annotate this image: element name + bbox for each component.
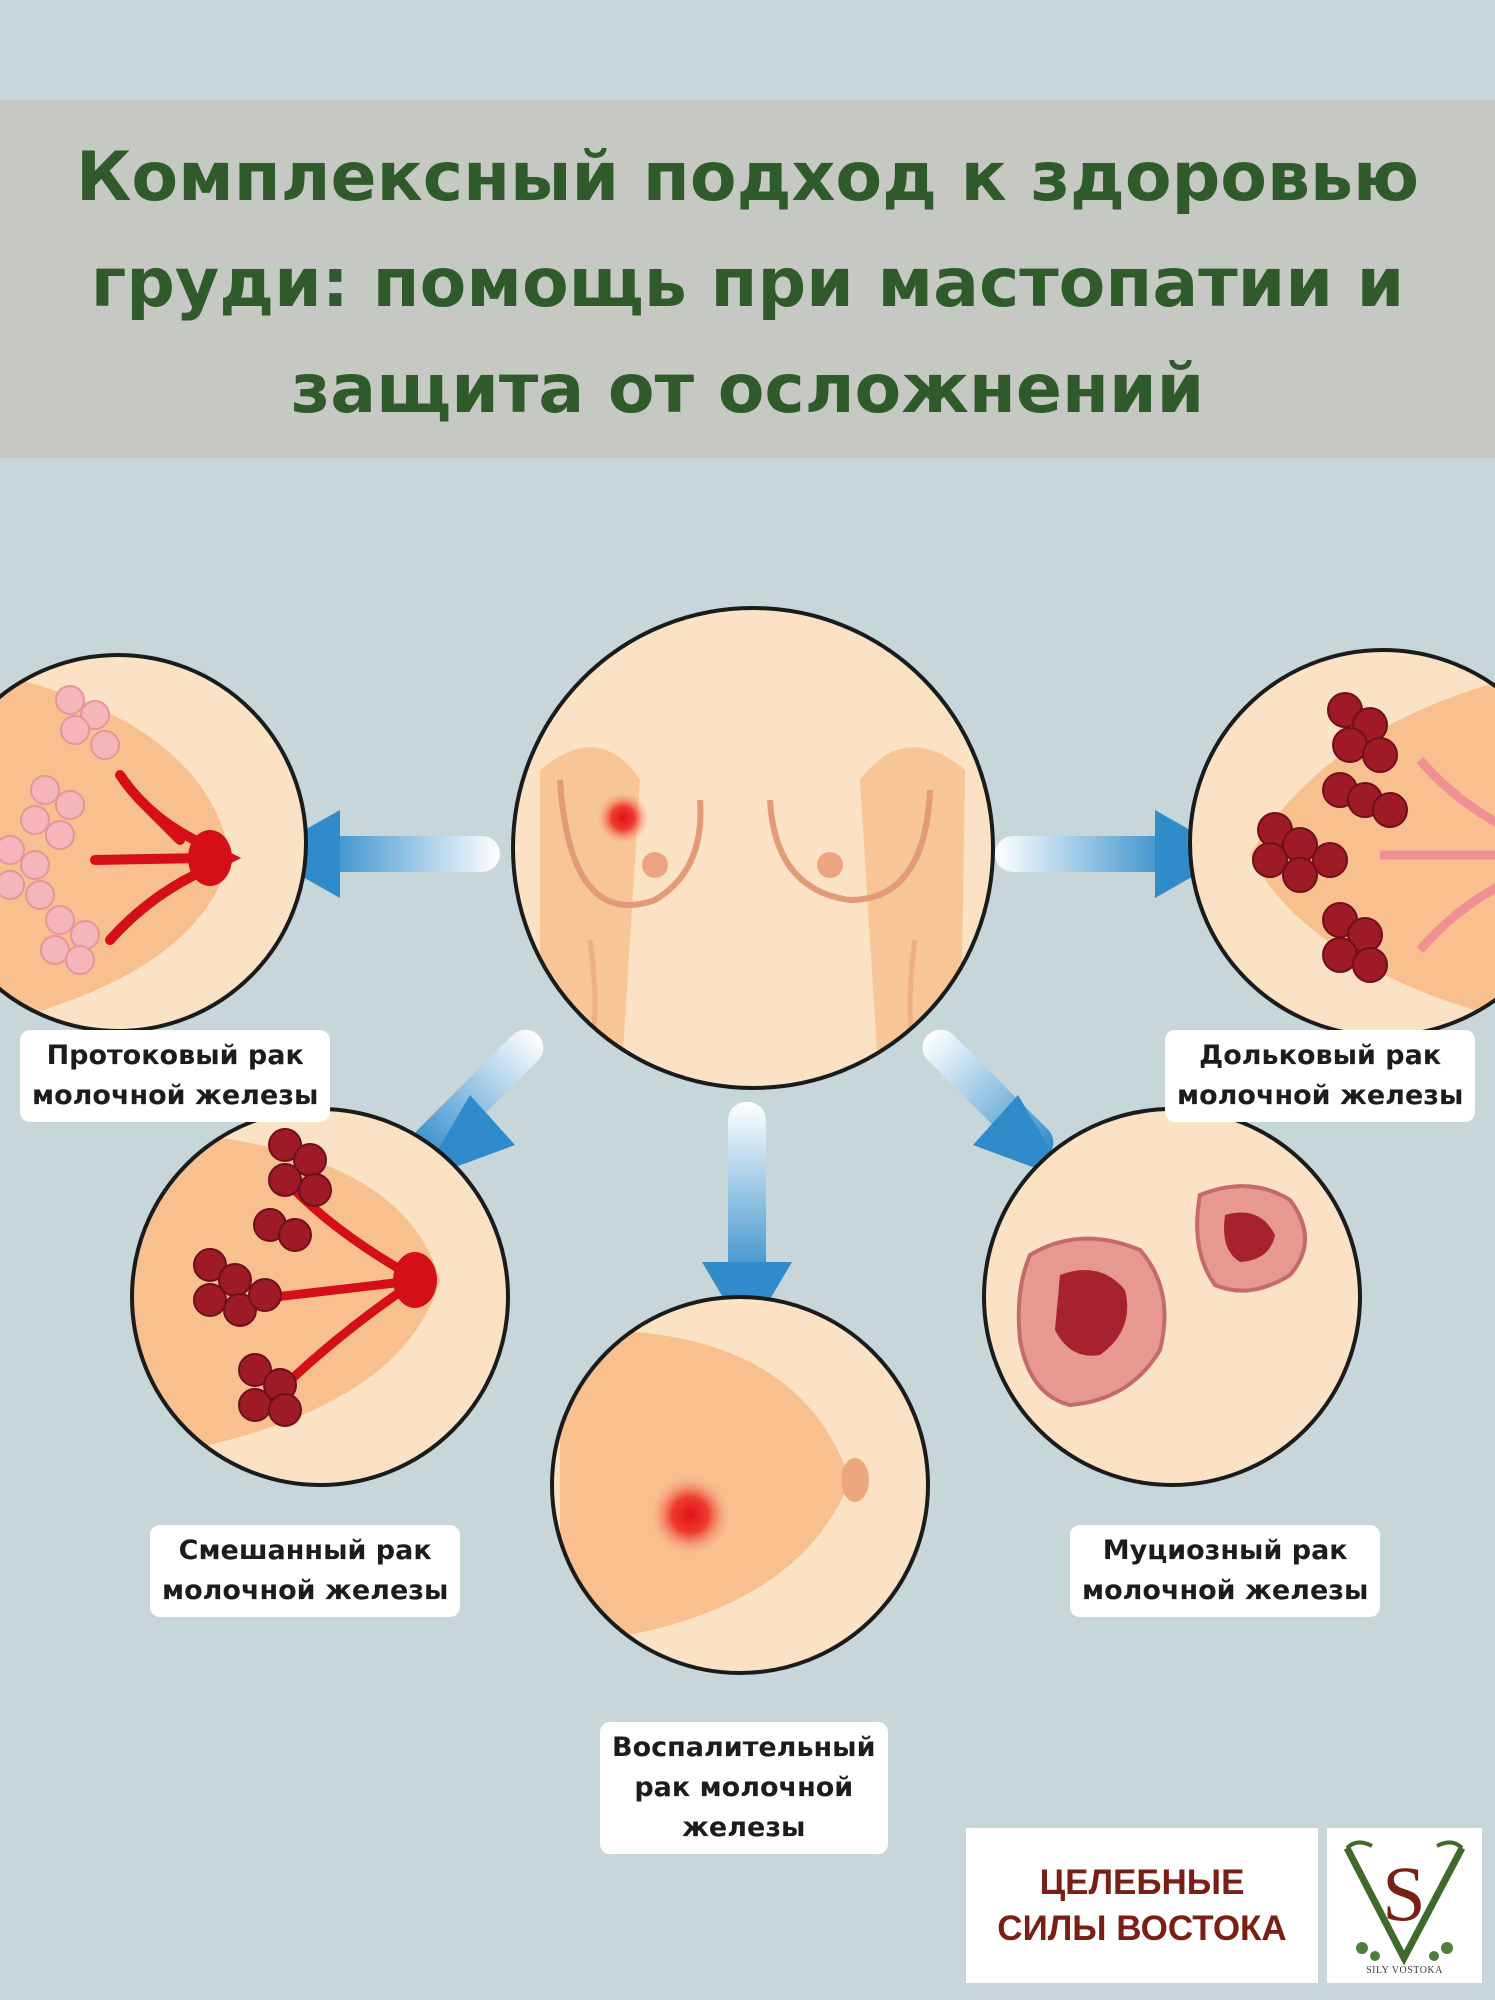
svg-text:S: S [1382, 1850, 1425, 1937]
lobular-circle [1188, 648, 1495, 1038]
page-title: Комплексный подход к здоровью груди: пом… [75, 138, 1420, 429]
mucinous-label: Муциозный рак молочной железы [1070, 1525, 1381, 1617]
logo-caption: SILY VOSTOKA [1366, 1965, 1443, 1976]
title-band [0, 100, 1495, 458]
ductal-circle [0, 653, 308, 1033]
mixed-label: Смешанный рак молочной железы [150, 1525, 461, 1617]
mixed-circle [130, 1107, 510, 1487]
inflammatory-circle [550, 1295, 930, 1675]
inflammatory-label: Воспалительный рак молочной железы [600, 1722, 888, 1854]
brand-name-box: ЦЕЛЕБНЫЕ СИЛЫ ВОСТОКА [966, 1828, 1318, 1983]
brand-logo: S SILY VOSTOKA [1327, 1828, 1482, 1983]
brand-name: ЦЕЛЕБНЫЕ СИЛЫ ВОСТОКА [997, 1862, 1287, 1948]
torso-circle [511, 606, 995, 1090]
logo-emblem-icon: S [1343, 1840, 1466, 1966]
mucinous-circle [982, 1107, 1362, 1487]
lobular-label: Дольковый рак молочной железы [1165, 1030, 1476, 1122]
ductal-label: Протоковый рак молочной железы [20, 1030, 331, 1122]
